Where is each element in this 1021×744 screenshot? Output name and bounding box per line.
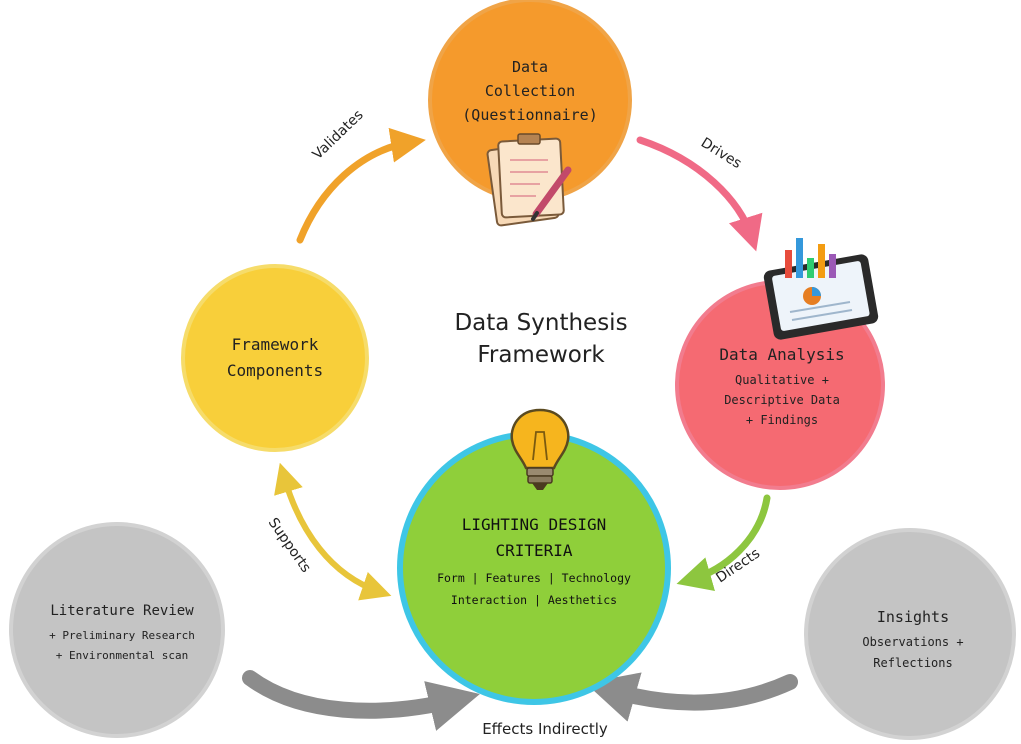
insights-detail-1: Observations + [862,635,963,649]
lighting-title-line2: CRITERIA [495,541,572,560]
drives-label: Drives [698,135,744,172]
framework-components-line2: Components [227,361,323,380]
node-lighting-design: LIGHTING DESIGN CRITERIA Form | Features… [397,408,671,705]
literature-review-detail-1: + Preliminary Research [49,629,195,642]
supports-arrow [274,462,392,601]
literature-review-detail-2: + Environmental scan [56,649,188,662]
indirect-arrow-right [585,672,798,722]
literature-review-title: Literature Review [50,603,194,619]
framework-components-line1: Framework [232,335,319,354]
node-data-analysis: Data Analysis Qualitative + Descriptive … [675,238,885,490]
node-literature-review: Literature Review + Preliminary Research… [9,522,225,738]
clipboard-pencil-icon [486,133,572,227]
data-analysis-detail-1: Qualitative + [735,373,829,387]
node-framework-components: Framework Components [181,264,369,452]
lighting-title-line1: LIGHTING DESIGN [462,515,607,534]
directs-arrow [676,494,771,592]
indirect-arrow-left [242,670,480,731]
center-title-line2: Framework [477,342,605,368]
center-title-line1: Data Synthesis [454,310,627,336]
node-insights: Insights Observations + Reflections [804,528,1016,740]
validates-label: Validates [310,107,367,163]
data-collection-line1: Data [512,58,548,76]
tablet-chart-icon [763,238,879,340]
effects-indirectly-label: Effects Indirectly [482,720,608,738]
insights-title: Insights [877,608,949,626]
center-title: Data Synthesis Framework [454,310,627,368]
insights-detail-2: Reflections [873,656,952,670]
lighting-detail-2: Interaction | Aesthetics [451,593,617,607]
lightbulb-icon [510,408,570,490]
data-analysis-detail-3: + Findings [746,413,818,427]
node-data-collection: Data Collection (Questionnaire) [428,0,632,227]
validates-arrow [296,127,426,244]
data-analysis-title: Data Analysis [719,345,844,364]
drives-arrow [636,136,763,252]
data-collection-line2: Collection [485,82,575,100]
data-collection-line3: (Questionnaire) [462,106,597,124]
data-analysis-detail-2: Descriptive Data [724,393,840,407]
lighting-detail-1: Form | Features | Technology [437,571,631,585]
